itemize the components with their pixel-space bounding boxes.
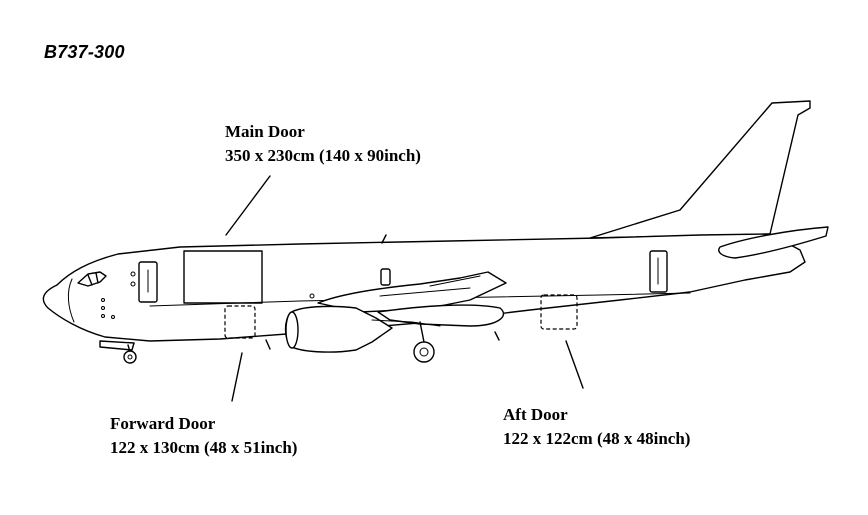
engine-intake <box>285 311 299 349</box>
forward-door-dimensions: 122 x 130cm (48 x 51inch) <box>110 438 298 457</box>
main-door-dimensions: 350 x 230cm (140 x 90inch) <box>225 146 421 165</box>
cockpit-windows <box>77 271 107 287</box>
top-antenna <box>381 234 387 244</box>
aft-cargo-door <box>540 294 578 330</box>
forward-door-label: Forward Door 122 x 130cm (48 x 51inch) <box>110 412 297 460</box>
main-gear-wheel <box>413 341 435 363</box>
aft-door-name: Aft Door <box>503 405 568 424</box>
aft-door-dimensions: 122 x 122cm (48 x 48inch) <box>503 429 691 448</box>
forward-cargo-door <box>224 305 256 339</box>
aft-door-leader <box>565 340 584 389</box>
wing-flap <box>377 304 505 327</box>
front-passenger-door <box>138 261 158 303</box>
overwing-exit <box>380 268 391 286</box>
horizontal-stabilizer <box>718 226 829 259</box>
wing <box>317 271 507 313</box>
radome-line <box>67 278 75 323</box>
vertical-stabilizer <box>589 100 811 239</box>
main-door-name: Main Door <box>225 122 305 141</box>
main-gear-strut <box>419 321 425 343</box>
forward-door-name: Forward Door <box>110 414 216 433</box>
nose-gear-door <box>99 340 135 351</box>
nose-gear-wheel <box>123 350 137 364</box>
rear-passenger-door <box>649 250 668 293</box>
main-door-label: Main Door 350 x 230cm (140 x 90inch) <box>225 120 421 168</box>
aircraft-model-title: B737-300 <box>44 42 125 62</box>
main-cargo-door <box>183 250 263 304</box>
aft-door-label: Aft Door 122 x 122cm (48 x 48inch) <box>503 403 690 451</box>
main-door-leader <box>225 175 271 236</box>
forward-door-leader <box>231 352 243 402</box>
